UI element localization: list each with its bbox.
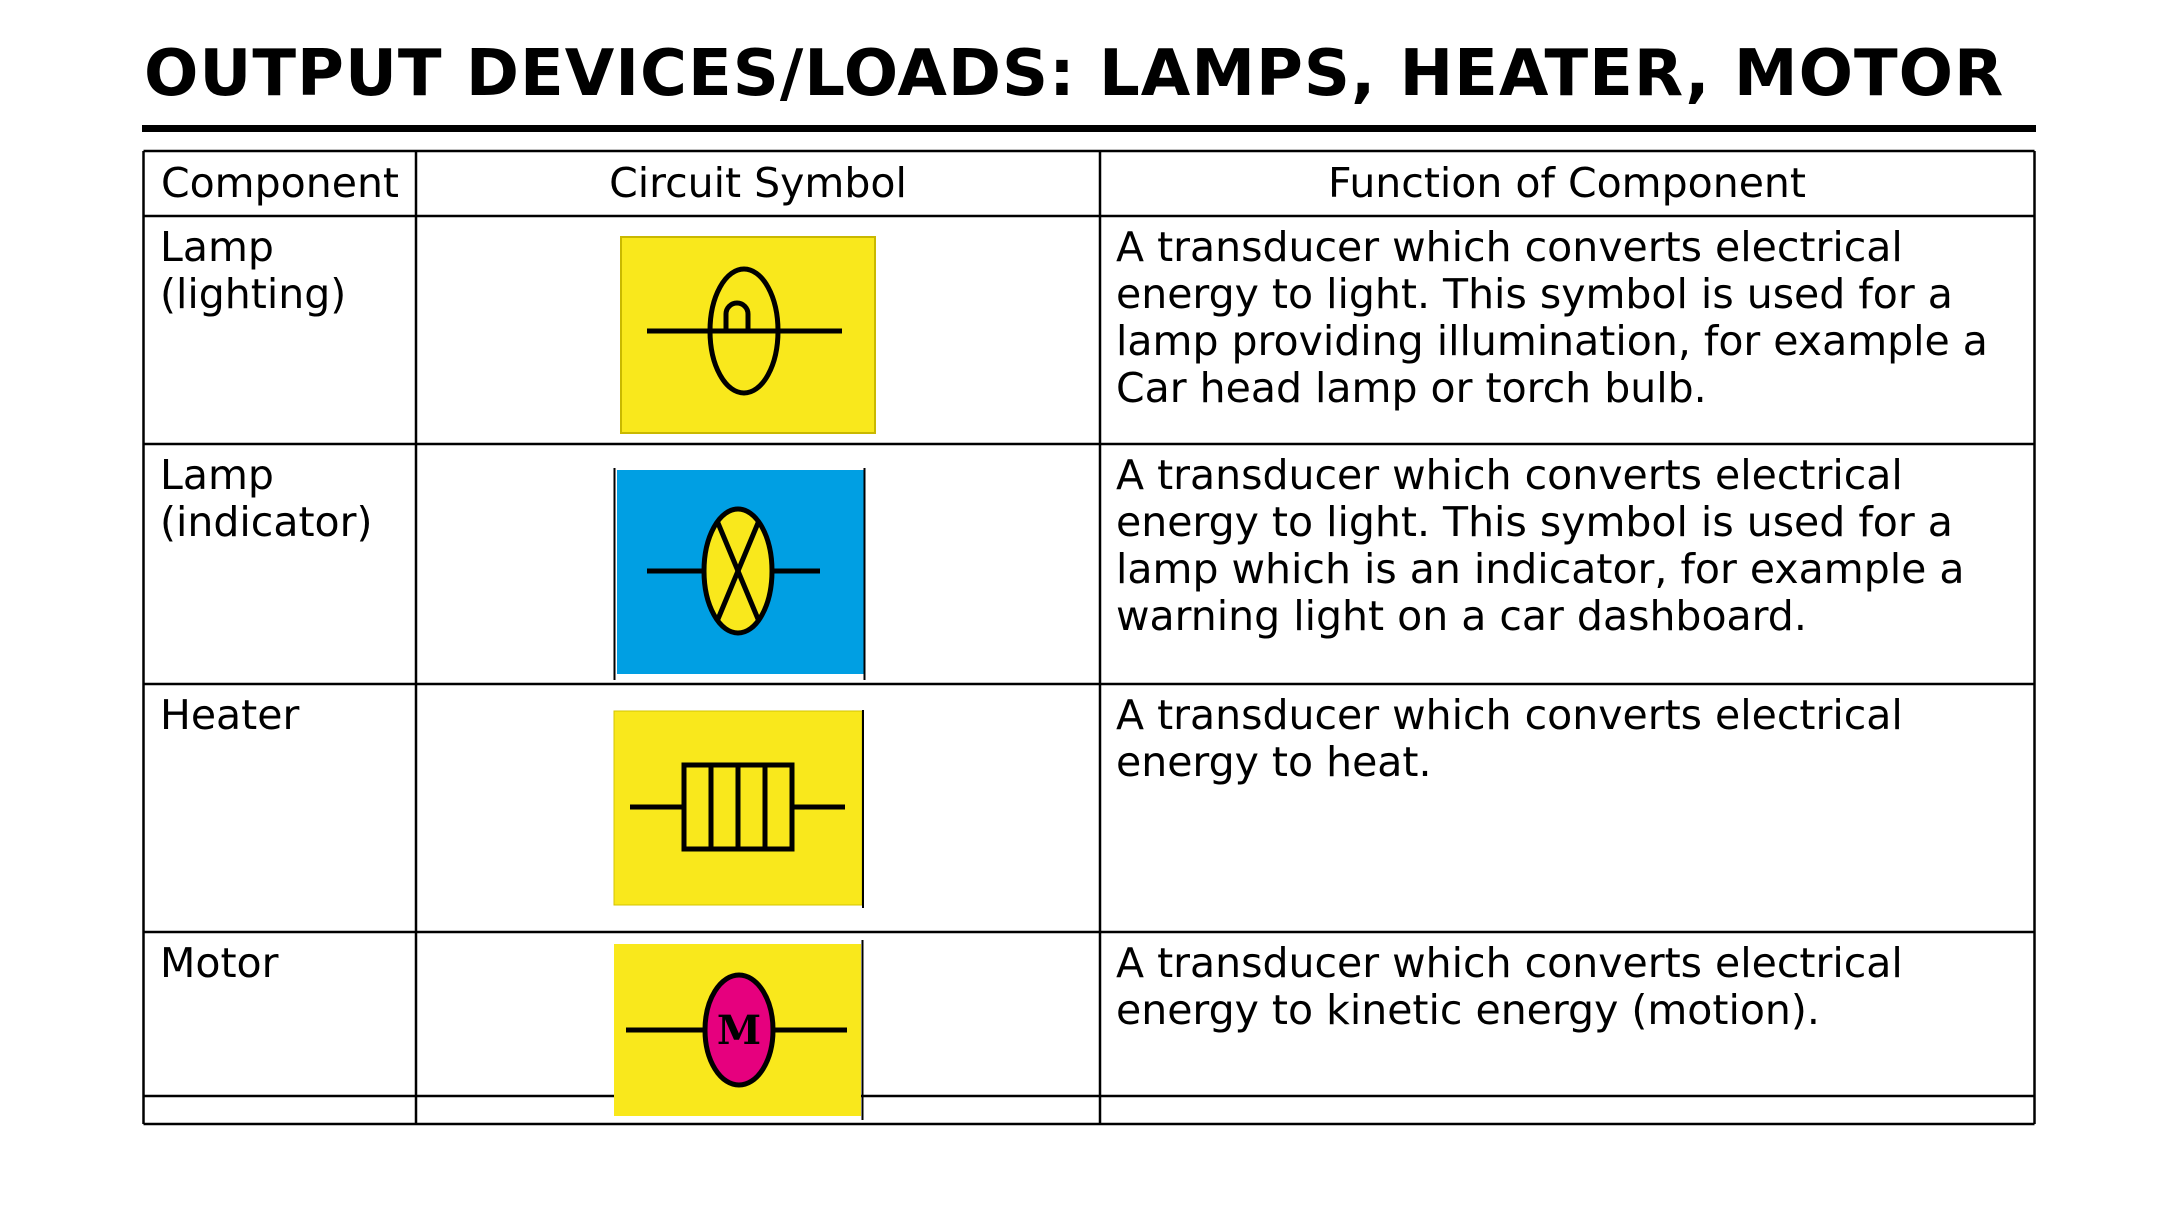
component-lamp-indicator: Lamp (indicator) [160,451,373,546]
function-heater: A transducer which converts electrical e… [1116,691,1903,786]
header-component: Component [160,159,400,207]
function-lamp-indicator: A transducer which converts electrical e… [1116,451,1965,640]
header-function: Function of Component [1327,159,1806,207]
filament-lamp-symbol-background [620,236,876,434]
filament-lamp-symbol-icon [620,236,876,434]
function-motor: A transducer which converts electrical e… [1116,939,1903,1034]
header-circuit-symbol: Circuit Symbol [609,159,907,207]
motor-symbol-label: M [717,1007,761,1054]
indicator-lamp-symbol-icon [613,468,866,680]
motor-symbol-icon: M [614,940,864,1120]
component-heater: Heater [160,691,300,739]
function-lamp-lighting: A transducer which converts electrical e… [1116,223,1988,412]
component-motor: Motor [160,939,279,987]
title-underline [142,125,2036,132]
component-lamp-lighting: Lamp (lighting) [160,223,347,318]
page-title: OUTPUT DEVICES/LOADS: LAMPS, HEATER, MOT… [144,37,2005,111]
heater-symbol-icon [613,710,864,908]
